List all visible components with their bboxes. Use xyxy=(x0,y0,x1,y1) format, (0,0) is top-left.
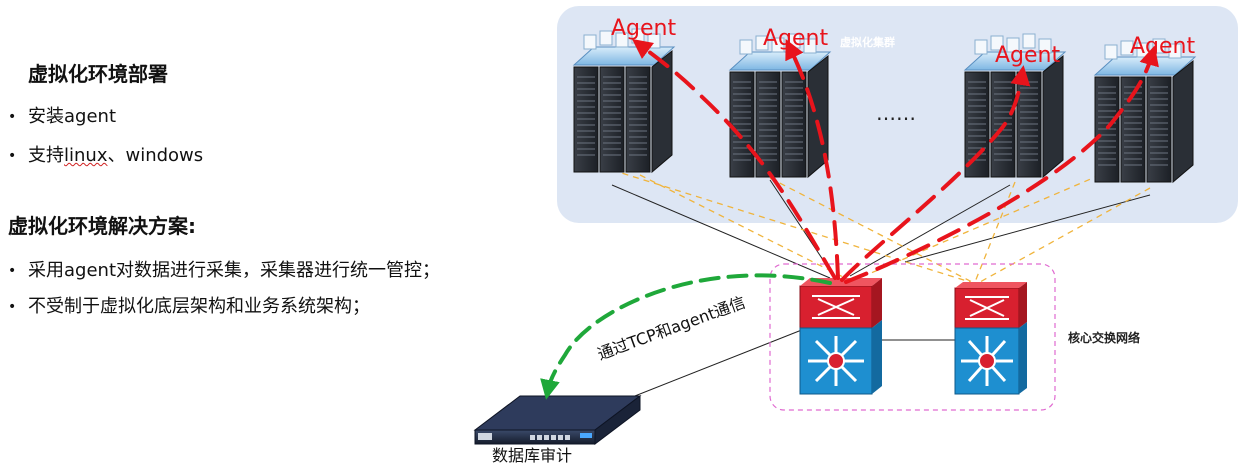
link-lines xyxy=(611,179,1151,406)
tcp-comm-label: 通过TCP和agent通信 xyxy=(595,293,748,364)
bullet-text-suffix: 、windows xyxy=(107,145,204,166)
virtualization-cluster-area xyxy=(557,6,1238,223)
agent-label-2: Agent xyxy=(763,26,828,51)
bullet-install-agent: • 安装agent xyxy=(8,102,116,128)
bullet-dot: • xyxy=(8,109,17,125)
agent-label-3: Agent xyxy=(995,43,1060,68)
bullet-text: 安装agent xyxy=(28,106,116,127)
database-audit-label: 数据库审计 xyxy=(492,446,572,465)
database-audit-device xyxy=(473,394,642,446)
agent-label-4: Agent xyxy=(1130,34,1195,59)
bullet-support-os: • 支持linux、windows xyxy=(8,141,203,167)
more-servers-ellipsis: …… xyxy=(876,101,916,125)
bullet-text-prefix: 支持 xyxy=(28,145,64,166)
tcp-comm-arrow xyxy=(540,273,832,400)
core-network-box xyxy=(769,263,1056,411)
bullet-dot: • xyxy=(8,148,17,164)
bullet-dot: • xyxy=(8,299,17,315)
bullet-agent-collect: • 采用agent对数据进行采集，采集器进行统一管控； xyxy=(8,256,440,282)
core-switch-2 xyxy=(954,282,1027,395)
bullet-not-restricted: • 不受制于虚拟化底层架构和业务系统架构； xyxy=(8,292,370,318)
bullet-text: 不受制于虚拟化底层架构和业务系统架构； xyxy=(28,296,370,317)
bullet-text-linux: linux xyxy=(64,145,108,166)
core-switch-1 xyxy=(799,278,882,395)
bullet-text: 采用agent对数据进行采集，采集器进行统一管控； xyxy=(28,260,440,281)
heading-deployment: 虚拟化环境部署 xyxy=(28,62,168,86)
cluster-label: 虚拟化集群 xyxy=(840,35,895,49)
heading-solution: 虚拟化环境解决方案: xyxy=(8,214,196,238)
bullet-dot: • xyxy=(8,263,17,279)
agent-red-arrows xyxy=(632,38,1159,284)
orange-dashed-links xyxy=(611,169,1151,283)
agent-label-1: Agent xyxy=(611,16,676,41)
core-network-label: 核心交换网络 xyxy=(1068,330,1140,345)
